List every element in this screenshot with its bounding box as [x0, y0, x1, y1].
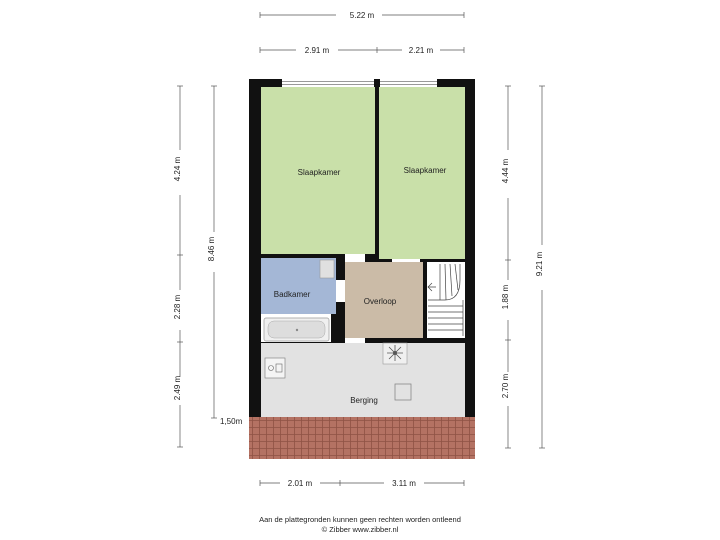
- dim-right-split-line: [505, 85, 511, 449]
- dim-bottom-left: 2.01 m: [288, 479, 313, 488]
- room-berging: [261, 343, 465, 417]
- room-slaapkamer-left: [261, 87, 375, 254]
- room-overloop: [345, 262, 423, 338]
- label-slaapkamer-right: Slaapkamer: [404, 166, 447, 175]
- label-slaapkamer-left: Slaapkamer: [298, 168, 341, 177]
- dim-top-total-line: [259, 12, 465, 18]
- window-right: [380, 79, 437, 87]
- sink-icon: [319, 259, 335, 279]
- room-slaapkamer-right: [379, 87, 465, 259]
- stairs-icon: [427, 263, 464, 336]
- dim-left-middle: 2.28 m: [173, 294, 182, 319]
- dim-right-total-line: [539, 85, 545, 449]
- dim-bottom-right: 3.11 m: [392, 479, 416, 488]
- boiler-icon: [264, 357, 286, 379]
- roof-area: [249, 417, 475, 459]
- door-slaapkamer-left: [345, 254, 365, 262]
- door-badkamer: [336, 280, 345, 302]
- dim-right-total: 9.21 m: [535, 251, 544, 276]
- dim-top-split-line: [259, 47, 465, 53]
- dim-top-total: 5.22 m: [350, 11, 375, 20]
- dim-left-top: 4.24 m: [173, 156, 182, 181]
- dim-bottom-line: [259, 480, 465, 486]
- hatch-icon: [394, 383, 412, 401]
- door-berging: [345, 338, 365, 343]
- dim-left-bottom: 2.49 m: [173, 375, 182, 400]
- label-badkamer: Badkamer: [274, 290, 311, 299]
- dim-right-middle: 1.88 m: [501, 284, 510, 309]
- label-overloop: Overloop: [364, 297, 397, 306]
- door-slaapkamer-right: [392, 259, 420, 262]
- bathtub-icon: [263, 317, 330, 342]
- footer-copyright: © Zibber www.zibber.nl: [321, 525, 399, 534]
- dim-right-bottom: 2.70 m: [501, 373, 510, 398]
- label-berging: Berging: [350, 396, 378, 405]
- dim-top-left: 2.91 m: [305, 46, 330, 55]
- footer-disclaimer: Aan de plattegronden kunnen geen rechten…: [259, 515, 461, 524]
- dim-top-right: 2.21 m: [409, 46, 434, 55]
- window-left: [282, 79, 374, 87]
- dim-left-split-line: [177, 85, 183, 448]
- dim-right-top: 4.44 m: [501, 158, 510, 183]
- dim-roof-height: 1,50m: [220, 417, 243, 426]
- dim-left-total: 8.46 m: [207, 236, 216, 261]
- dim-left-total-line: [211, 85, 217, 419]
- ventilation-icon: [382, 342, 408, 365]
